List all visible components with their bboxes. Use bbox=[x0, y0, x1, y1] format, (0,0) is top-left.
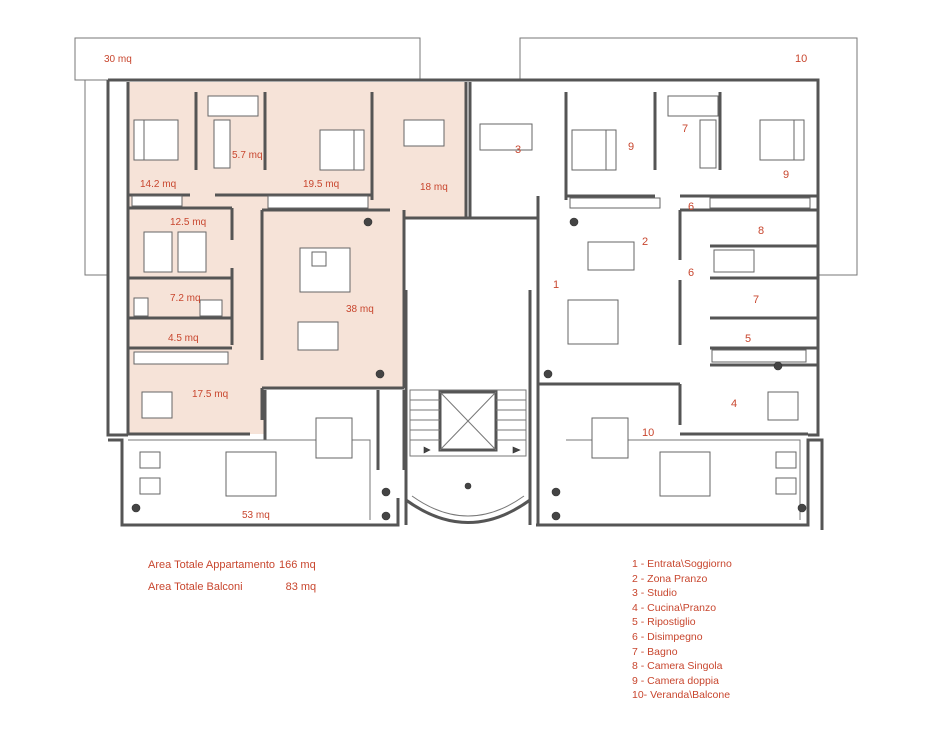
stair-core bbox=[376, 216, 538, 525]
kitchen-table bbox=[141, 391, 173, 419]
room-label: 10 bbox=[795, 53, 807, 65]
apartment-area-value: 166 mq bbox=[279, 559, 316, 571]
legend-item: 3 - Studio bbox=[632, 587, 677, 600]
room-label: 30 mq bbox=[104, 54, 132, 65]
wardrobe bbox=[569, 197, 661, 209]
room-number: 7 bbox=[682, 123, 688, 135]
room-legend: 1 - Entrata\Soggiorno 2 - Zona Pranzo 3 … bbox=[632, 557, 732, 703]
apartment-area-row: Area Totale Appartamento 166 mq bbox=[148, 554, 316, 576]
room-labels: 30 mq 10 14.2 mq 5.7 mq 19.5 mq 18 mq 12… bbox=[104, 53, 807, 521]
dining-table bbox=[587, 241, 635, 271]
veranda-table bbox=[591, 417, 629, 459]
room-label: 17.5 mq bbox=[192, 389, 228, 400]
balconies-area-label: Area Totale Balconi bbox=[148, 581, 243, 593]
legend-item: 6 - Disimpegno bbox=[632, 630, 703, 643]
room-number: 10 bbox=[642, 427, 654, 439]
desk bbox=[403, 119, 445, 147]
area-totals: Area Totale Appartamento 166 mq Area Tot… bbox=[148, 554, 316, 598]
plants bbox=[131, 217, 807, 521]
room-number: 6 bbox=[688, 201, 694, 213]
room-number: 9 bbox=[628, 141, 634, 153]
legend-item: 4 - Cucina\Pranzo bbox=[632, 601, 717, 614]
sofa bbox=[567, 299, 619, 345]
veranda-sofa bbox=[225, 451, 277, 497]
apartment-highlight bbox=[128, 82, 466, 434]
room-number: 3 bbox=[515, 144, 521, 156]
room-label: 4.5 mq bbox=[168, 333, 199, 344]
single-bed bbox=[713, 249, 755, 273]
exterior-walls bbox=[106, 78, 820, 437]
room-number: 5 bbox=[745, 333, 751, 345]
wardrobe bbox=[213, 119, 231, 169]
kitchen-table bbox=[767, 391, 799, 421]
kitchen-counter bbox=[133, 351, 229, 365]
furniture-right bbox=[479, 95, 811, 497]
balconies-area-row: Area Totale Balconi 83 mq bbox=[148, 576, 316, 598]
room-label: 38 mq bbox=[346, 304, 374, 315]
legend-item: 2 - Zona Pranzo bbox=[632, 572, 708, 585]
kitchen-counter bbox=[711, 349, 807, 363]
balconies-area-value: 83 mq bbox=[285, 581, 317, 593]
room-number: 4 bbox=[731, 398, 737, 410]
veranda-sofa bbox=[659, 451, 711, 497]
room-label: 7.2 mq bbox=[170, 293, 201, 304]
legend-item: 7 - Bagno bbox=[632, 645, 678, 658]
balcony-outlines bbox=[74, 37, 858, 276]
wardrobe bbox=[267, 195, 369, 209]
legend-item: 1 - Entrata\Soggiorno bbox=[632, 558, 732, 570]
room-label: 18 mq bbox=[420, 182, 448, 193]
room-number: 1 bbox=[553, 279, 559, 291]
wardrobe bbox=[131, 195, 183, 207]
veranda-outlines bbox=[108, 390, 824, 530]
interior-walls-right bbox=[468, 82, 818, 525]
dining-table bbox=[297, 321, 339, 351]
interior-walls-left bbox=[126, 82, 468, 436]
legend-item: 8 - Camera Singola bbox=[632, 660, 723, 673]
room-label: 53 mq bbox=[242, 510, 270, 521]
legend-item: 9 - Camera doppia bbox=[632, 674, 719, 687]
room-label: 5.7 mq bbox=[232, 150, 263, 161]
single-bed bbox=[177, 231, 207, 273]
furniture-left bbox=[131, 95, 445, 497]
room-number: 9 bbox=[783, 169, 789, 181]
room-number: 7 bbox=[753, 294, 759, 306]
apartment-area-label: Area Totale Appartamento bbox=[148, 559, 275, 571]
legend-item: 5 - Ripostiglio bbox=[632, 616, 696, 629]
single-bed bbox=[143, 231, 173, 273]
room-number: 2 bbox=[642, 236, 648, 248]
wardrobe bbox=[699, 119, 717, 169]
stair-treads bbox=[410, 399, 526, 441]
room-label: 14.2 mq bbox=[140, 179, 176, 190]
desk bbox=[479, 123, 533, 151]
wardrobe bbox=[709, 197, 811, 209]
room-number: 6 bbox=[688, 267, 694, 279]
room-number: 8 bbox=[758, 225, 764, 237]
room-label: 19.5 mq bbox=[303, 179, 339, 190]
veranda-table bbox=[315, 417, 353, 459]
room-label: 12.5 mq bbox=[170, 217, 206, 228]
legend-item: 10- Veranda\Balcone bbox=[632, 689, 731, 702]
